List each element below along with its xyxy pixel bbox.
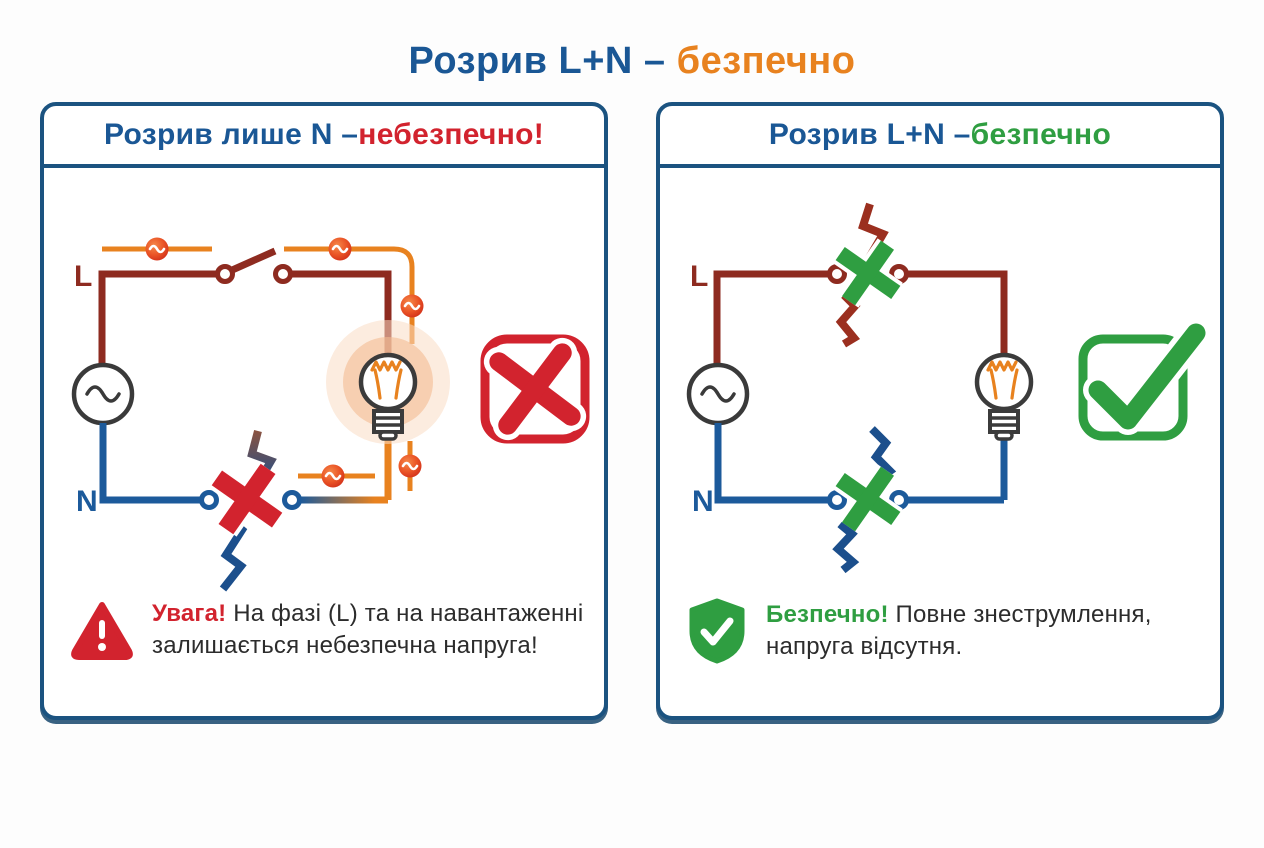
neutral-wire-label: N bbox=[692, 485, 714, 518]
circuit-diagram-n-break: L N bbox=[71, 237, 590, 592]
panels-container: Розрив лише N – небезпечно! bbox=[0, 102, 1264, 720]
bulb-off bbox=[974, 352, 1034, 441]
panel-break-l-and-n: Розрив L+N – безпечно L bbox=[656, 102, 1224, 720]
voltage-indicator-top-left bbox=[102, 237, 212, 261]
warning-caption-text: Увага! На фазі (L) та на навантаженні за… bbox=[152, 598, 583, 662]
neutral-wire-label: N bbox=[76, 485, 98, 518]
voltage-indicator-bottom-mid bbox=[298, 464, 375, 488]
safe-caption-lead: Безпечно! bbox=[766, 601, 889, 628]
live-wire-label: L bbox=[690, 260, 708, 293]
panel-left-header: Розрив лише N – небезпечно! bbox=[44, 106, 604, 168]
red-cross-box-icon bbox=[480, 334, 590, 444]
page-title-text: Розрив L+N – bbox=[408, 40, 666, 82]
live-wire-label: L bbox=[74, 260, 92, 293]
break-cross-icon bbox=[209, 461, 285, 537]
panel-left-header-highlight: небезпечно! bbox=[358, 118, 545, 151]
circuit-diagram-full-break: L bbox=[686, 202, 1211, 574]
neutral-wire bbox=[99, 423, 392, 510]
voltage-indicator-bottom-right bbox=[398, 441, 422, 491]
safe-caption: Безпечно! Повне знеструмлення, напруга в… bbox=[686, 598, 1210, 664]
neutral-wire bbox=[714, 423, 1008, 510]
warning-caption-line1: На фазі (L) та на навантаженні bbox=[233, 600, 584, 627]
safe-caption-line1: Повне знеструмлення, bbox=[895, 601, 1152, 628]
switch-lever bbox=[228, 247, 277, 275]
ac-source bbox=[686, 362, 750, 426]
shield-check-icon bbox=[689, 598, 745, 664]
page-title-highlight: безпечно bbox=[676, 40, 856, 82]
bulb-lit bbox=[326, 320, 450, 444]
green-check-box-icon bbox=[1078, 318, 1211, 441]
panel-right-header-text: Розрив L+N – bbox=[768, 118, 971, 151]
infographic-page: { "title": { "text": "Розрив L+N –", "hi… bbox=[0, 40, 1264, 848]
live-break-check-cross bbox=[833, 238, 903, 308]
panel-right-header: Розрив L+N – безпечно bbox=[660, 106, 1220, 168]
panel-right-body: L bbox=[660, 168, 1220, 712]
cut-neutral-zigzag-lower bbox=[832, 520, 860, 574]
page-title: Розрив L+N – безпечно bbox=[0, 40, 1264, 83]
voltage-indicator-top-right bbox=[284, 237, 424, 344]
panel-right-header-highlight: безпечно bbox=[970, 118, 1112, 151]
warning-caption: Увага! На фазі (L) та на навантаженні за… bbox=[70, 598, 594, 662]
warning-triangle-icon bbox=[71, 602, 133, 660]
panel-left-header-text: Розрив лише N – bbox=[103, 118, 359, 151]
ac-source bbox=[71, 362, 135, 426]
panel-break-n-only: Розрив лише N – небезпечно! bbox=[40, 102, 608, 720]
panel-left-body: L N bbox=[44, 168, 604, 712]
neutral-break-check-cross bbox=[833, 464, 903, 534]
warning-caption-lead: Увага! bbox=[152, 600, 227, 627]
warning-caption-line2: залишається небезпечна напруга! bbox=[152, 632, 538, 659]
safe-caption-text: Безпечно! Повне знеструмлення, напруга в… bbox=[766, 599, 1152, 663]
safe-caption-line2: напруга відсутня. bbox=[766, 633, 963, 660]
